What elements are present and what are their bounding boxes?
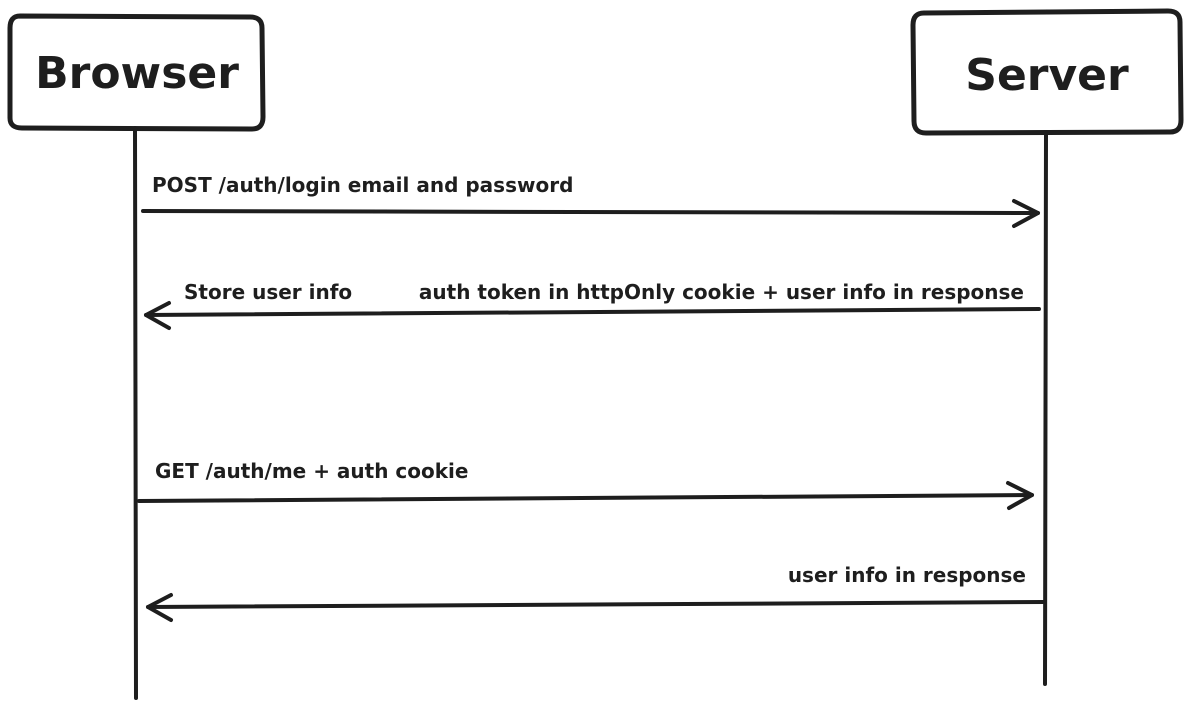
message-login-request: POST /auth/login email and password	[141, 173, 1040, 228]
arrow-line	[141, 209, 1040, 215]
arrow-head-left	[146, 593, 173, 622]
browser-lifeline	[133, 126, 138, 700]
message-label: GET /auth/me + auth cookie	[155, 459, 468, 483]
arrow-line	[146, 600, 1046, 609]
message-label: auth token in httpOnly cookie + user inf…	[419, 280, 1024, 304]
message-label: POST /auth/login email and password	[152, 173, 573, 197]
message-me-request: GET /auth/me + auth cookie	[137, 459, 1034, 510]
store-user-info-note: Store user info	[184, 280, 352, 304]
browser-actor: Browser	[7, 13, 266, 132]
arrow-head-right	[1006, 481, 1034, 510]
arrow-line	[144, 307, 1041, 317]
browser-actor-label: Browser	[35, 48, 239, 99]
message-login-response: auth token in httpOnly cookie + user inf…	[144, 280, 1041, 330]
arrow-line	[137, 493, 1034, 503]
server-actor: Server	[910, 8, 1184, 136]
browser-actor-box	[7, 13, 266, 132]
message-label: user info in response	[788, 563, 1026, 587]
server-actor-box	[910, 8, 1184, 136]
arrow-head-left	[144, 301, 171, 330]
message-me-response: user info in response	[146, 563, 1046, 622]
arrow-head-right	[1012, 199, 1040, 228]
server-actor-label: Server	[965, 50, 1129, 101]
server-lifeline	[1043, 132, 1048, 686]
